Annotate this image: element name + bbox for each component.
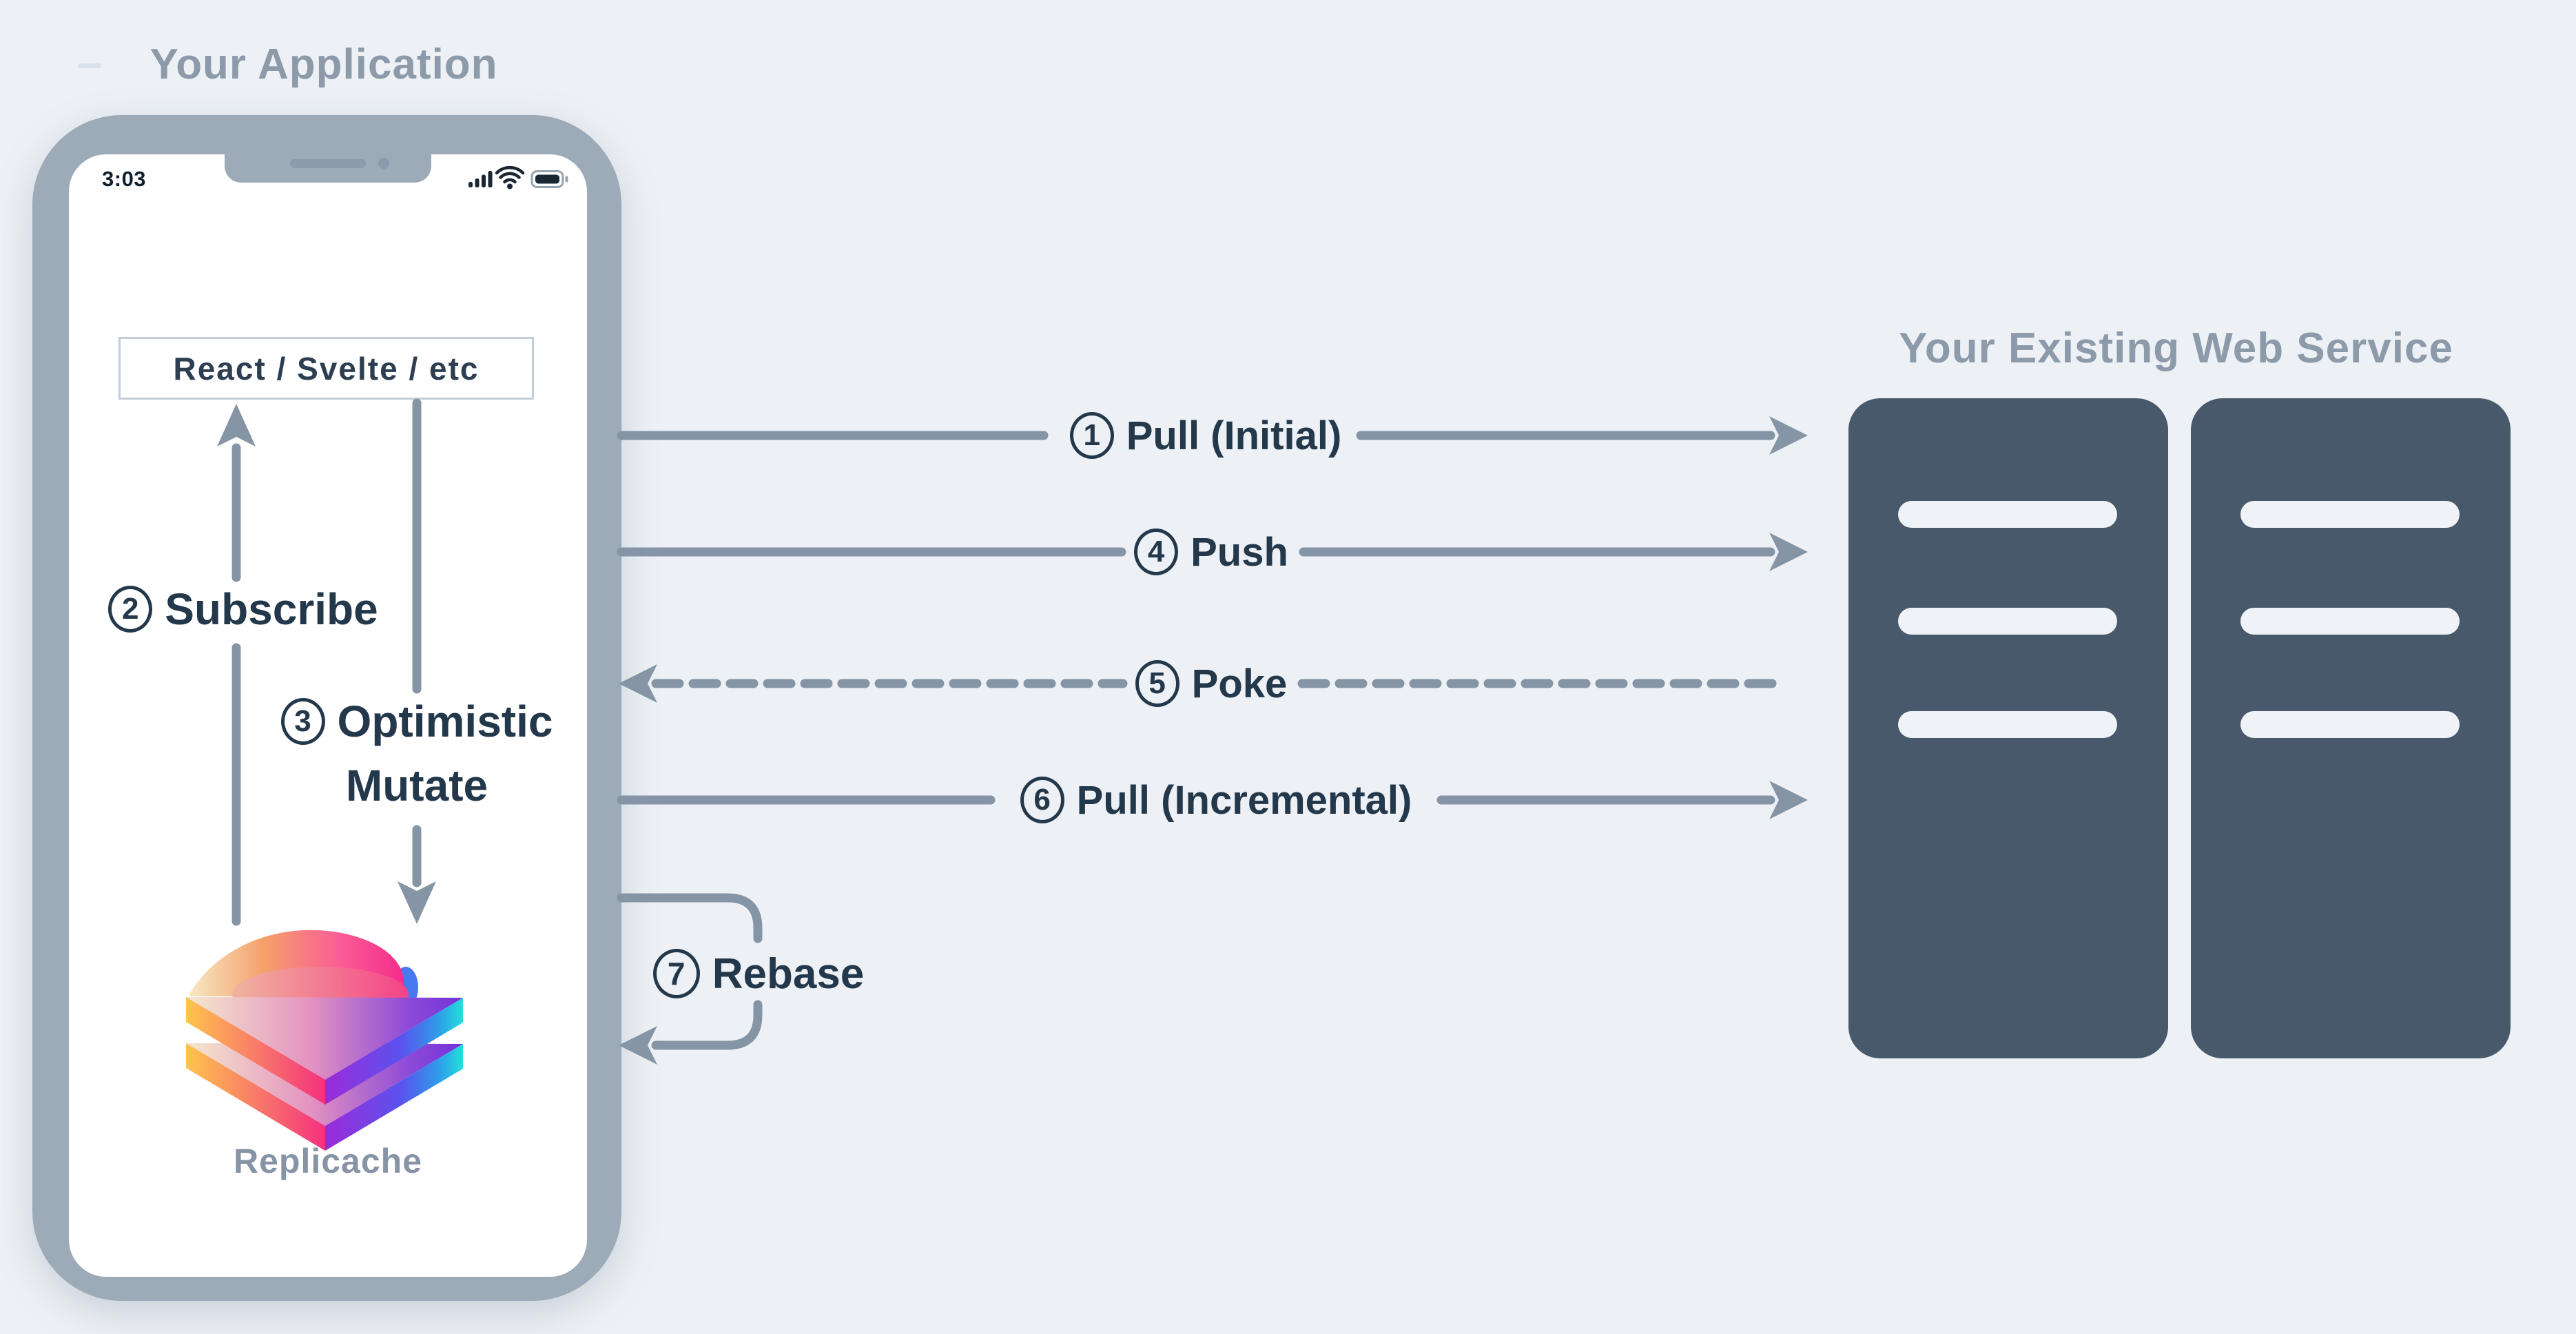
step-number-icon: 6 (1020, 777, 1064, 823)
server-slot (1898, 711, 2117, 738)
flow-label-text: Push (1191, 529, 1288, 575)
logo-plate-front (186, 997, 463, 1105)
flow-label-pull-initial: 1 Pull (Initial) (1033, 409, 1378, 462)
camera-icon (378, 158, 389, 169)
flow-label-text: Pull (Incremental) (1076, 777, 1412, 823)
replicache-caption: Replicache (233, 1142, 422, 1180)
step-number-icon: 1 (1069, 412, 1114, 459)
decorative-dash (78, 63, 101, 68)
status-icons (468, 165, 568, 189)
web-service-title: Your Existing Web Service (1899, 325, 2453, 372)
server-slot (1898, 608, 2117, 635)
flow-label-pull-incremental: 6 Pull (Incremental) (996, 774, 1436, 826)
server-slot (2240, 608, 2460, 635)
push-arrow (617, 533, 1808, 571)
flow-label-text-line2: Mutate (345, 760, 488, 810)
speaker-icon (290, 159, 366, 168)
flow-label-optimistic-mutate: 3 Optimistic Mutate (245, 689, 589, 817)
arrowhead-right-icon (1769, 781, 1808, 819)
flow-label-text: Pull (Initial) (1126, 413, 1342, 458)
flow-label-poke: 5 Poke (1073, 657, 1349, 710)
arrowhead-left-icon (619, 1026, 657, 1065)
poke-arrow (619, 664, 1791, 703)
arrowhead-right-icon (1769, 533, 1808, 571)
replicache-logo (186, 930, 463, 1151)
flow-label-text-line1: Optimistic (337, 696, 553, 746)
flow-label-rebase: 7 Rebase (610, 944, 907, 1003)
step-number-icon: 7 (652, 949, 700, 998)
server-tower-left (1848, 398, 2168, 1058)
arrowhead-up-icon (217, 404, 256, 447)
status-time: 3:03 (102, 167, 147, 191)
subscribe-arrow (217, 404, 256, 926)
application-title: Your Application (150, 41, 498, 88)
step-number-icon: 3 (280, 697, 325, 745)
flow-label-text: Subscribe (165, 584, 378, 634)
server-tower-right (2191, 398, 2511, 1058)
flow-label-subscribe: 2 Subscribe (81, 579, 405, 639)
phone-notch-icon (225, 154, 431, 183)
signal-icon (468, 171, 493, 187)
flow-label-push: 4 Push (1073, 526, 1349, 578)
optimistic-mutate-arrow (398, 398, 436, 924)
arrowhead-down-icon (398, 881, 436, 924)
arrowhead-right-icon (1769, 416, 1808, 455)
step-number-icon: 2 (108, 586, 153, 633)
flow-label-text: Rebase (712, 950, 865, 998)
arrowhead-left-icon (619, 664, 657, 703)
server-slot (2240, 501, 2460, 528)
flow-label-text: Poke (1191, 661, 1288, 706)
step-number-icon: 4 (1134, 529, 1179, 575)
pull-incremental-arrow (617, 781, 1808, 819)
rebase-loop-arrow (617, 893, 763, 1065)
step-number-icon: 5 (1135, 660, 1179, 707)
wifi-icon (495, 165, 525, 189)
pull-initial-arrow (617, 416, 1808, 455)
server-slot (2240, 711, 2460, 738)
battery-icon (530, 170, 568, 188)
framework-box: React / Svelte / etc (119, 337, 534, 400)
server-slot (1898, 501, 2117, 528)
